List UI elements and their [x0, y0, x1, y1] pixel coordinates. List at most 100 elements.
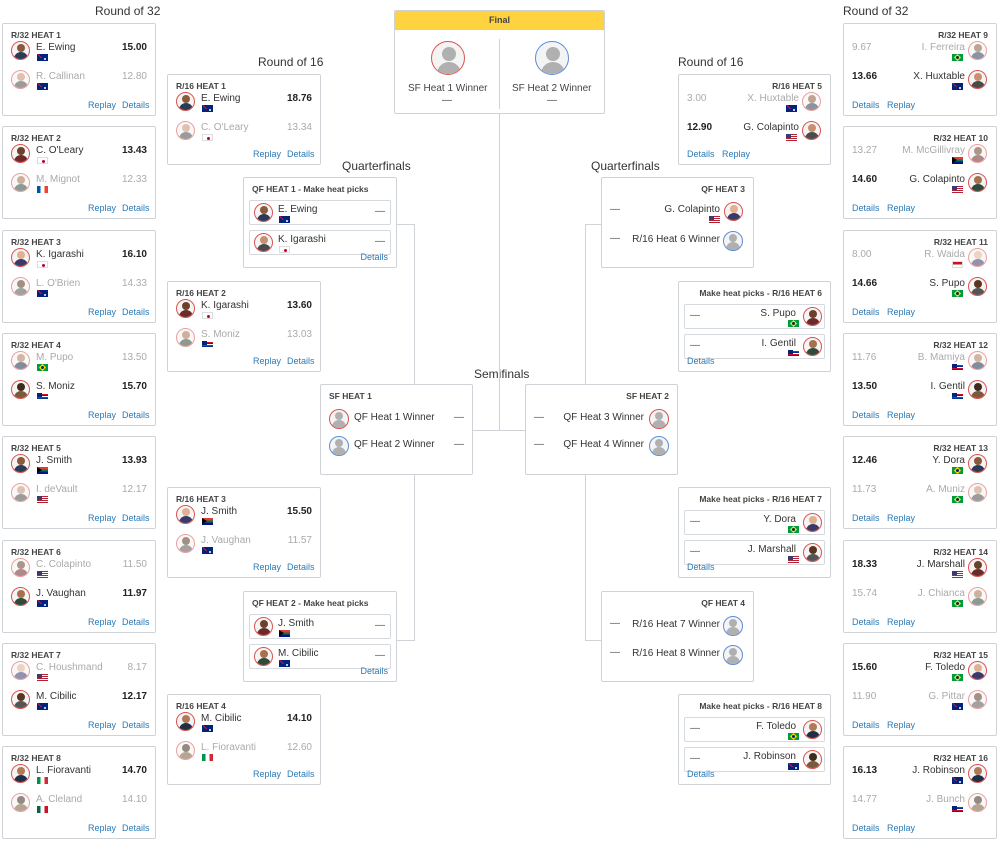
- pick-option[interactable]: —S. Pupo: [684, 304, 825, 329]
- replay-link[interactable]: Replay: [88, 100, 117, 110]
- pick-option[interactable]: —J. Robinson: [684, 747, 825, 772]
- replay-link[interactable]: Replay: [722, 149, 751, 159]
- replay-link[interactable]: Replay: [887, 617, 916, 627]
- sf-heat-card[interactable]: SF HEAT 2—QF Heat 3 Winner—QF Heat 4 Win…: [525, 384, 678, 475]
- pick-option[interactable]: —F. Toledo: [684, 717, 825, 742]
- details-link[interactable]: Details: [687, 769, 715, 779]
- details-link[interactable]: Details: [360, 252, 388, 262]
- pick-option[interactable]: K. Igarashi—: [249, 230, 391, 255]
- replay-link[interactable]: Replay: [253, 149, 282, 159]
- qf-entry[interactable]: —R/16 Heat 6 Winner: [602, 230, 753, 254]
- details-link[interactable]: Details: [122, 823, 150, 833]
- replay-link[interactable]: Replay: [887, 823, 916, 833]
- details-link[interactable]: Details: [287, 149, 315, 159]
- details-link[interactable]: Details: [287, 356, 315, 366]
- make-picks-card[interactable]: Make heat picks - R/16 HEAT 6—S. Pupo—I.…: [678, 281, 831, 372]
- pick-option[interactable]: M. Cibilic—: [249, 644, 391, 669]
- replay-link[interactable]: Replay: [88, 307, 117, 317]
- details-link[interactable]: Details: [852, 513, 880, 523]
- qf-heat-card[interactable]: QF HEAT 3—G. Colapinto—R/16 Heat 6 Winne…: [601, 177, 754, 268]
- details-link[interactable]: Details: [852, 720, 880, 730]
- details-link[interactable]: Details: [687, 562, 715, 572]
- replay-link[interactable]: Replay: [887, 410, 916, 420]
- replay-link[interactable]: Replay: [253, 562, 282, 572]
- details-link[interactable]: Details: [122, 410, 150, 420]
- replay-link[interactable]: Replay: [887, 203, 916, 213]
- replay-link[interactable]: Replay: [88, 513, 117, 523]
- replay-link[interactable]: Replay: [88, 823, 117, 833]
- replay-link[interactable]: Replay: [88, 203, 117, 213]
- qf-entry[interactable]: —R/16 Heat 7 Winner: [602, 615, 753, 639]
- pick-option[interactable]: —I. Gentil: [684, 334, 825, 359]
- make-picks-card[interactable]: Make heat picks - R/16 HEAT 7—Y. Dora—J.…: [678, 487, 831, 578]
- details-link[interactable]: Details: [852, 307, 880, 317]
- qf-entry[interactable]: —G. Colapinto: [602, 201, 753, 225]
- pick-option[interactable]: —J. Marshall: [684, 540, 825, 565]
- replay-link[interactable]: Replay: [88, 720, 117, 730]
- details-link[interactable]: Details: [852, 823, 880, 833]
- make-picks-card[interactable]: Make heat picks - R/16 HEAT 8—F. Toledo—…: [678, 694, 831, 785]
- replay-link[interactable]: Replay: [253, 769, 282, 779]
- qf-heat-card[interactable]: QF HEAT 4—R/16 Heat 7 Winner—R/16 Heat 8…: [601, 591, 754, 682]
- details-link[interactable]: Details: [122, 203, 150, 213]
- details-link[interactable]: Details: [687, 149, 715, 159]
- sf-entry[interactable]: QF Heat 1 Winner—: [321, 408, 472, 432]
- replay-link[interactable]: Replay: [253, 356, 282, 366]
- sf-entry[interactable]: —QF Heat 3 Winner: [526, 408, 677, 432]
- details-link[interactable]: Details: [687, 356, 715, 366]
- details-link[interactable]: Details: [852, 410, 880, 420]
- sf-entry[interactable]: —QF Heat 4 Winner: [526, 435, 677, 459]
- pick-option[interactable]: —Y. Dora: [684, 510, 825, 535]
- replay-link[interactable]: Replay: [887, 100, 916, 110]
